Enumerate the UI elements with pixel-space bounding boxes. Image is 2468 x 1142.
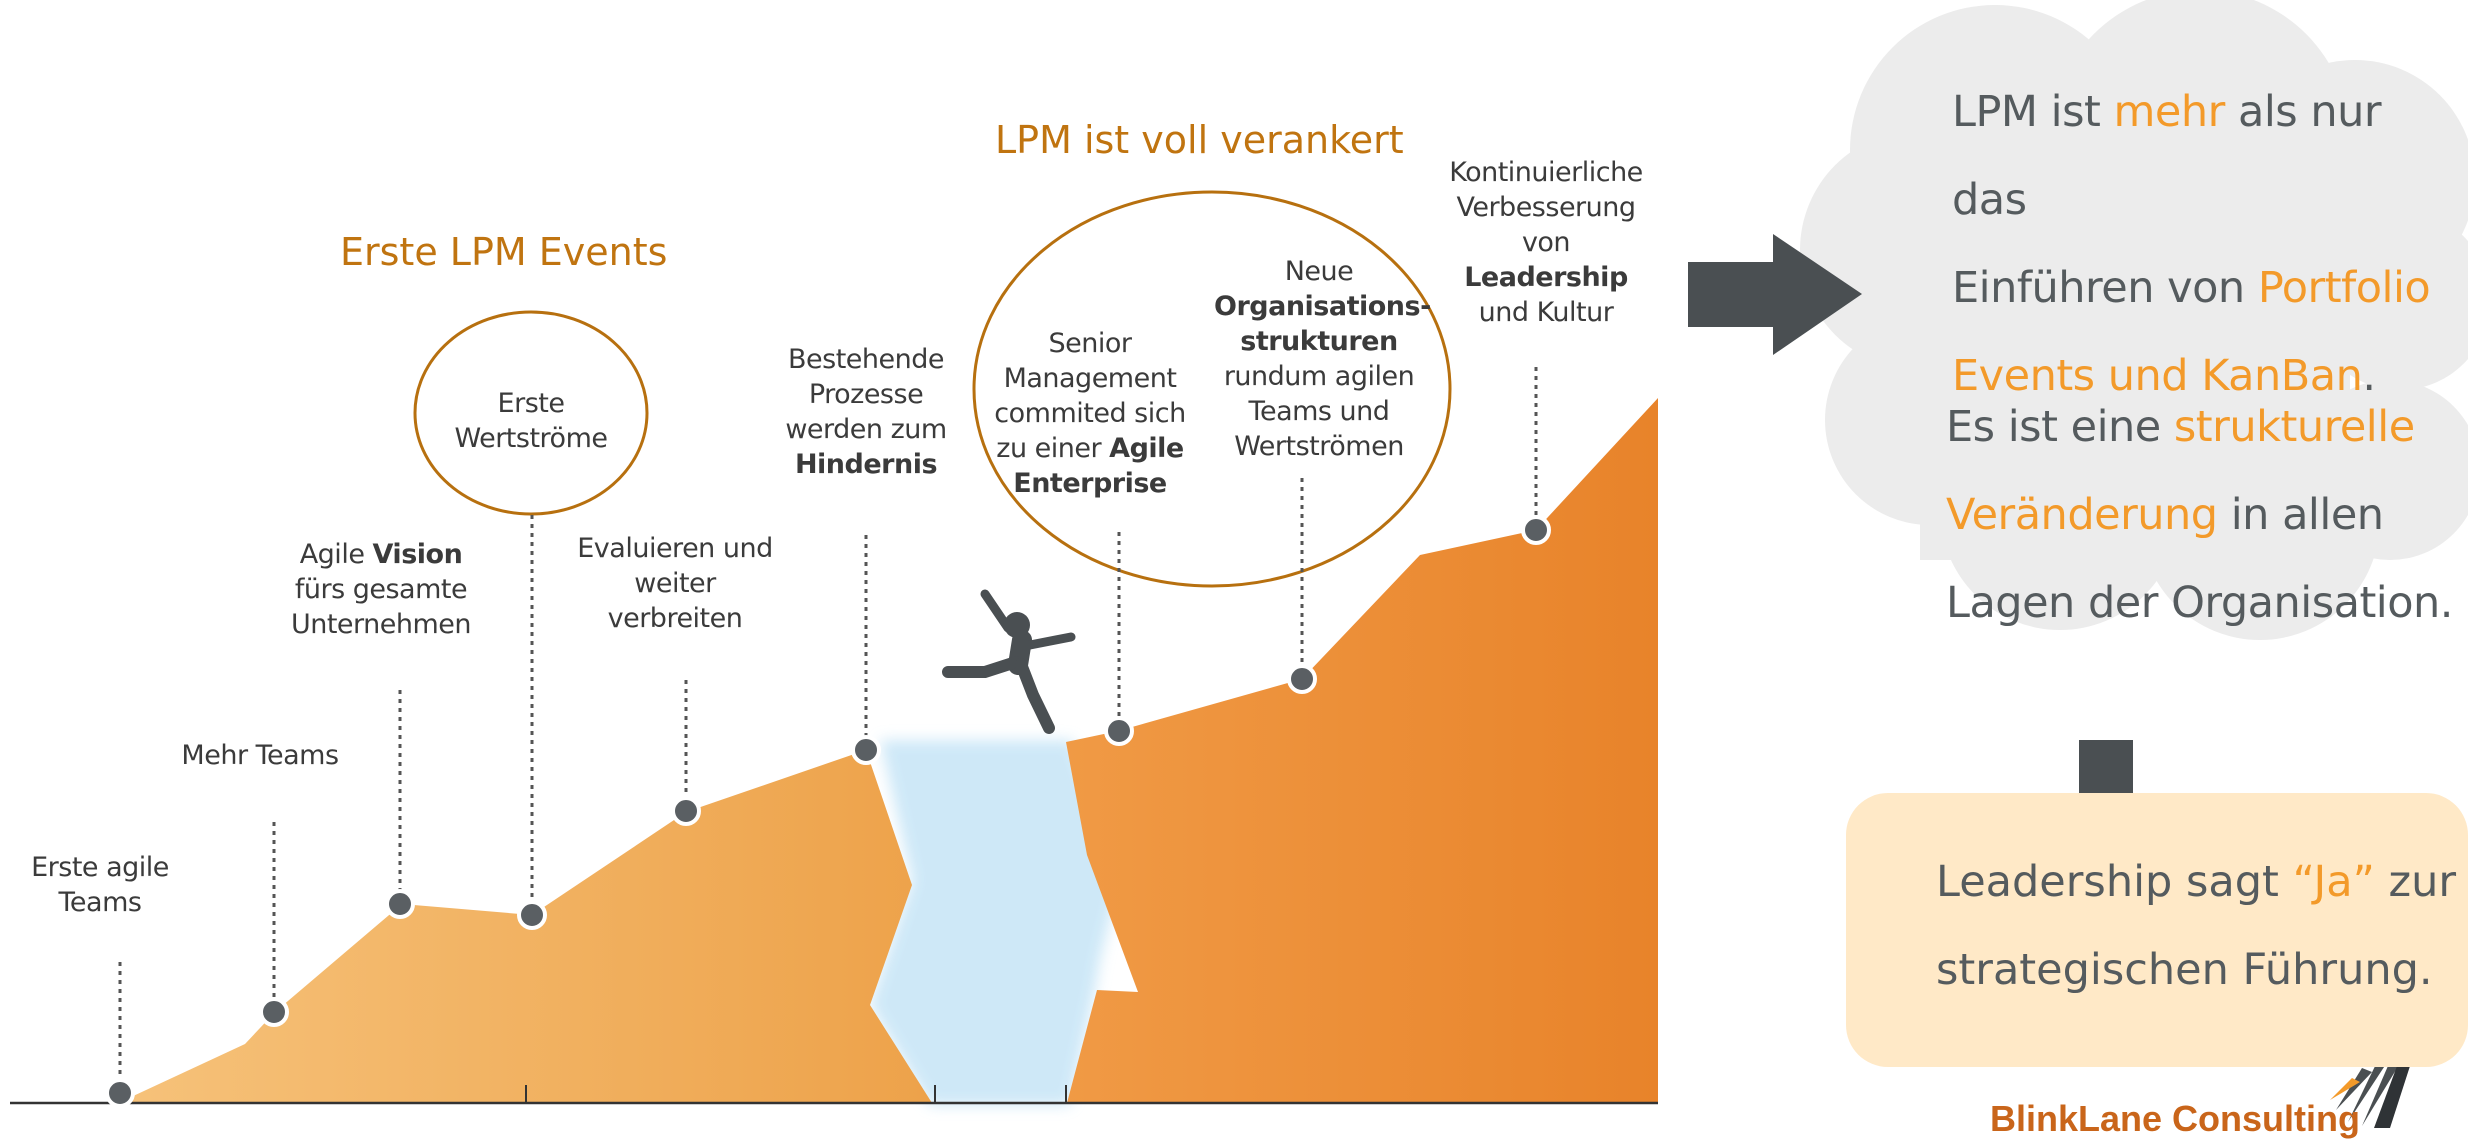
leadership-statement: Leadership sagt “Ja” zur strategischen F… — [1936, 857, 2457, 995]
leadership-box — [1846, 793, 2468, 1067]
cloud-statement-2: Es ist eine strukturelle Veränderung in … — [1946, 402, 2453, 628]
ellipse-first-valuestreams — [413, 310, 649, 516]
ellipse-anchored — [972, 190, 1452, 588]
connector-lines — [118, 367, 1538, 1090]
gorge-glow — [870, 740, 1120, 1105]
jumping-person-icon — [942, 589, 1076, 734]
milestone-label-more-teams: Mehr Teams — [181, 740, 339, 771]
milestone-label-new-structures: Neue Organisations-strukturen rundum agi… — [1214, 256, 1431, 462]
mountain-right — [1066, 398, 1658, 1103]
heading-first-events: Erste LPM Events — [340, 230, 668, 274]
brand-logo-icon — [2330, 1052, 2410, 1128]
cloud-statement-1: LPM ist mehr als nur das Einführen von P… — [1952, 87, 2431, 401]
cloud-shape — [1800, 0, 2468, 640]
milestone-dots — [105, 515, 1551, 1108]
heading-anchored: LPM ist voll verankert — [995, 118, 1404, 162]
brand-name: BlinkLane Consulting — [1990, 1098, 2361, 1139]
right-arrow-icon — [1688, 234, 1862, 355]
